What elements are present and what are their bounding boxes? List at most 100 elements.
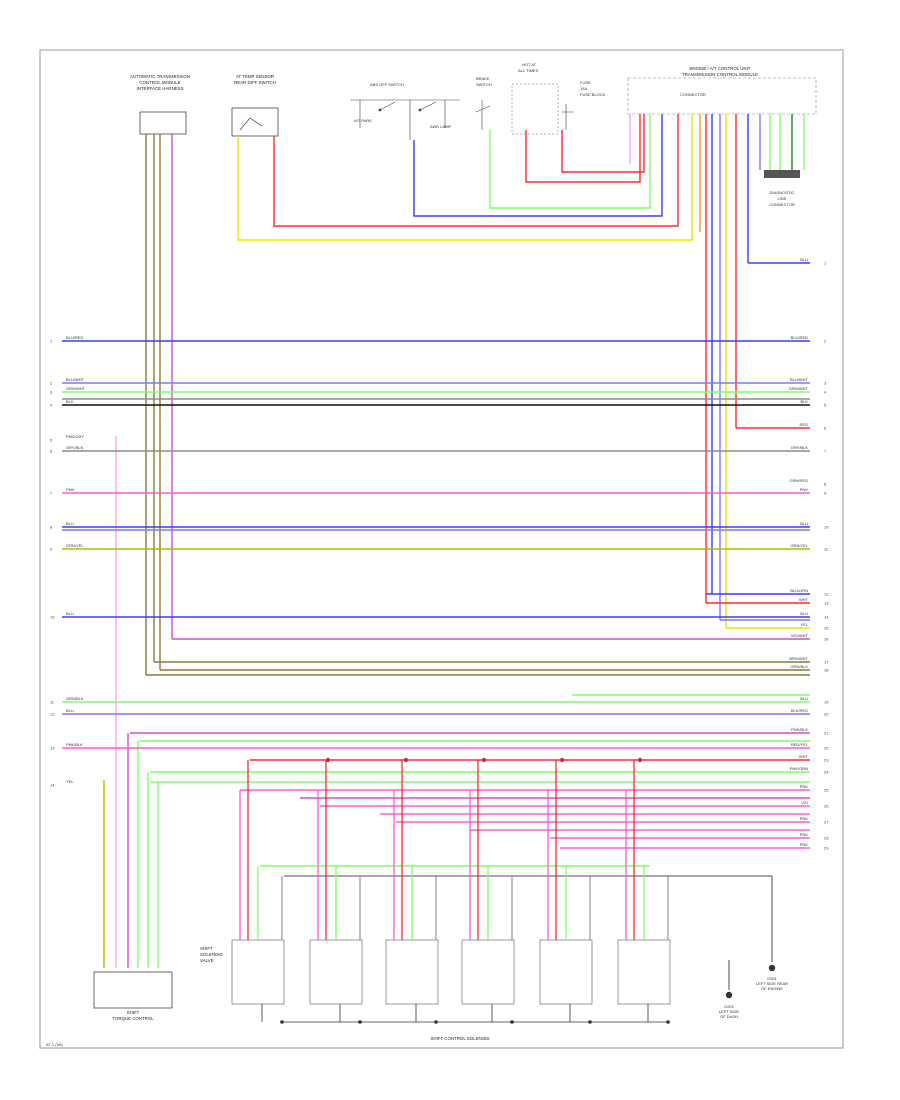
fuse-small-label-3: FUSE BLOCK [580, 92, 606, 97]
right-wire-label-18: GRN/BLK [790, 664, 808, 669]
left-pin-7: 7 [50, 491, 53, 496]
right-pin-25: 25 [824, 788, 829, 793]
left-wire-label-2: BLU/WHT [66, 377, 85, 382]
right-wire-label-13: WHT [799, 597, 809, 602]
component-brake-switch: BRAKE SWITCH [475, 76, 492, 130]
wire-v-4 [237, 114, 693, 241]
left-wire-labels: 1BLU/RED2BLU/WHT3GRN/WHT4BLK5PNK/GRY6GRY… [50, 335, 86, 788]
left-wire-label-11: GRN/BLK [66, 696, 84, 701]
left-wire-label-14: YEL [66, 779, 74, 784]
right-wire-label-4: GRN/WHT [789, 386, 809, 391]
right-pin-27: 27 [824, 820, 829, 825]
fuse-small-label-2: 15A [580, 86, 587, 91]
left-wire-label-3: GRN/WHT [66, 386, 86, 391]
diag-connector-label-2: LINK [778, 196, 787, 201]
right-pin-7: 7 [824, 449, 827, 454]
wire-v-6 [413, 114, 663, 217]
right-wire-label-12: BLU/ORN [790, 588, 808, 593]
wire-v-9 [561, 114, 645, 173]
right-wire-label-22: RED/YEL [791, 742, 809, 747]
right-pin-9: 9 [824, 491, 827, 496]
right-pin-21: 21 [824, 731, 829, 736]
right-pin-19: 19 [824, 700, 829, 705]
right-wire-label-25: PNK [800, 784, 809, 789]
left-wire-label-9: GRN/YEL [66, 543, 84, 548]
wire-v-5 [273, 114, 679, 227]
solenoid-3 [385, 760, 439, 1024]
left-pin-13: 13 [50, 746, 55, 751]
left-pin-8: 8 [50, 525, 53, 530]
left-wire-label-5: PNK/GRY [66, 434, 84, 439]
fuse-hot-label-1: HOT AT [522, 62, 537, 67]
right-pin-22: 22 [824, 746, 829, 751]
left-wire-label-12: BLU [66, 708, 74, 713]
right-pin-4: 4 [824, 390, 827, 395]
right-pin-23: 23 [824, 758, 829, 763]
component-temp-sensor: AT TEMP SENSOR REAR DIFF SWITCH [231, 74, 279, 137]
bottom-bus-label: SHIFT CONTROL SOLENOID [430, 1036, 489, 1041]
right-wire-label-29: PNK [800, 842, 809, 847]
right-wire-label-6: RED [800, 422, 809, 427]
right-pin-26: 26 [824, 804, 829, 809]
right-wire-label-7: GRY/BLK [791, 445, 809, 450]
ecm-block-sub-label: CONNECTOR [680, 92, 706, 97]
right-wire-label-11: GRN/YEL [790, 543, 808, 548]
left-wire-label-4: BLK [66, 399, 74, 404]
horizontal-wires [62, 262, 810, 877]
component-switch-cluster: ABS OFF SWITCH A/T PARK AWD LAMP [350, 82, 460, 140]
switch-awd-lamp-label: AWD LAMP [430, 124, 452, 129]
right-pin-1: 1 [824, 261, 827, 266]
left-pin-1: 1 [50, 339, 53, 344]
right-wire-label-26: VIO [801, 800, 808, 805]
right-wire-label-8: GRN/RED [790, 478, 809, 483]
right-wire-label-20: BLK/RED [791, 708, 808, 713]
ground-g301: G301 LEFT SIDE REAR OF ENGINE [756, 876, 788, 991]
right-pin-3: 3 [824, 381, 827, 386]
left-wire-label-1: BLU/RED [66, 335, 83, 340]
right-wire-label-3: BLU/WHT [790, 377, 809, 382]
left-pin-5: 5 [50, 438, 53, 443]
left-pin-6: 6 [50, 449, 53, 454]
solenoid-body-3 [385, 939, 439, 1005]
brake-switch-label-2: SWITCH [476, 82, 492, 87]
right-pin-16: 16 [824, 637, 829, 642]
left-wire-label-8: BLU [66, 521, 74, 526]
ground-g301-label-3: OF ENGINE [761, 986, 783, 991]
left-pin-12: 12 [50, 712, 55, 717]
ground-g301-label-1: G301 [767, 976, 778, 981]
right-pin-12: 12 [824, 592, 829, 597]
right-wire-label-27: PNK [800, 816, 809, 821]
left-pin-10: 10 [50, 615, 55, 620]
right-wire-label-16: VIO/WHT [791, 633, 809, 638]
left-wire-label-7: PNK [66, 487, 75, 492]
solenoid-label-1: SHIFT [200, 946, 213, 951]
left-pin-3: 3 [50, 390, 53, 395]
diag-connector-label-1: DIAGNOSTIC [770, 190, 795, 195]
solenoid-body-6 [617, 939, 671, 1005]
right-pin-14: 14 [824, 615, 829, 620]
right-wire-label-5: BLK [800, 399, 808, 404]
component-tcm-interface-label-2: CONTROL MODULE [139, 80, 180, 85]
ground-g301-label-2: LEFT SIDE REAR [756, 981, 788, 986]
component-diag-connector: DIAGNOSTIC LINK CONNECTOR [764, 170, 800, 207]
ground-g201-label-3: OF DASH [720, 1014, 738, 1019]
right-pin-10: 10 [824, 525, 829, 530]
ground-g201-label-2: LEFT SIDE [719, 1009, 739, 1014]
switch-abs-off-label: ABS OFF SWITCH [370, 82, 404, 87]
right-pin-28: 28 [824, 836, 829, 841]
component-temp-sensor-label-2: REAR DIFF SWITCH [234, 80, 276, 85]
right-wire-label-21: PNK/BLK [791, 727, 808, 732]
ground-g201: G201 LEFT SIDE OF DASH [719, 960, 739, 1019]
right-wire-label-9: PNK [800, 487, 809, 492]
right-wire-label-15: YEL [800, 622, 808, 627]
page-code: AT-1 (V6) [46, 1042, 63, 1047]
right-pin-2: 2 [824, 339, 827, 344]
component-ecm-block: ENGINE / A/T CONTROL UNIT TRANSMISSION C… [627, 66, 817, 115]
vertical-wires [103, 114, 805, 968]
right-pin-18: 18 [824, 668, 829, 673]
left-wire-label-6: GRY/BLK [66, 445, 84, 450]
right-pin-17: 17 [824, 660, 829, 665]
ground-g201-label-1: G201 [724, 1004, 735, 1009]
right-wire-label-14: BLU [800, 611, 808, 616]
